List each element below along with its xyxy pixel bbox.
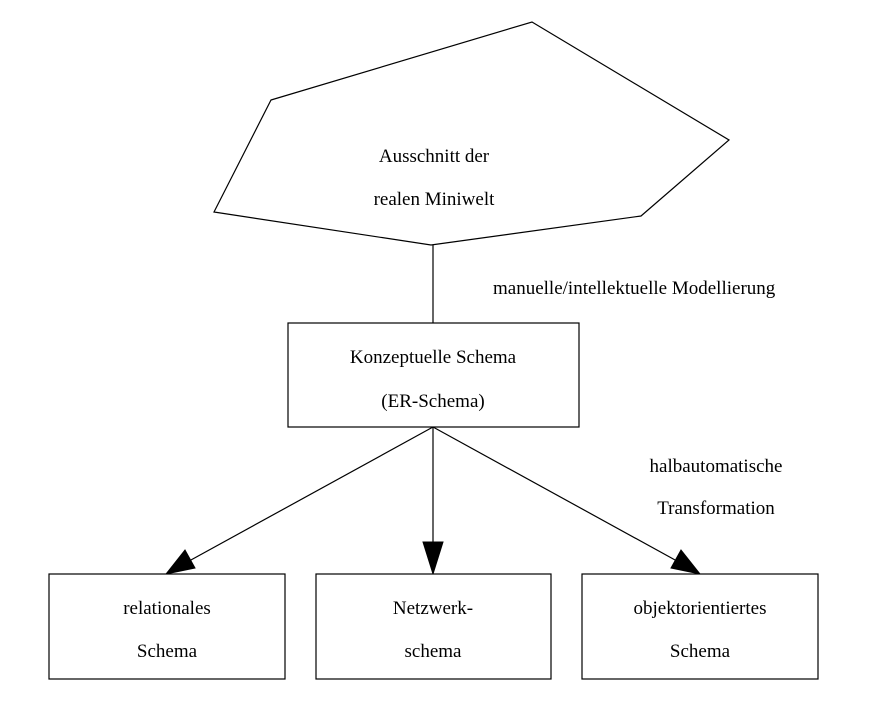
transformation-label-line1: halbautomatische xyxy=(650,456,783,477)
arrow-relational-head xyxy=(164,549,196,575)
konzeptuell-label-line2: (ER-Schema) xyxy=(381,391,484,412)
arrow-network-head xyxy=(422,541,444,576)
oo-schema-box xyxy=(581,573,819,680)
arrow-relational-line xyxy=(179,426,434,567)
network-schema-label-line2: schema xyxy=(405,641,463,662)
relational-schema-label-line2: Schema xyxy=(137,641,198,662)
transformation-label-line2: Transformation xyxy=(657,498,775,519)
relational-schema-box xyxy=(48,573,286,680)
miniwelt-label-line2: realen Miniwelt xyxy=(374,189,496,210)
arrow-oo-head xyxy=(670,549,702,575)
relational-schema-label-line1: relationales xyxy=(123,598,211,619)
miniwelt-shape xyxy=(213,21,731,246)
oo-schema-label-line2: Schema xyxy=(670,641,731,662)
oo-schema-label-line1: objektorientiertes xyxy=(634,598,767,619)
arrow-oo-line xyxy=(432,426,687,567)
konzeptuell-label-line1: Konzeptuelle Schema xyxy=(350,347,517,368)
network-schema-label-line1: Netzwerk- xyxy=(393,598,473,619)
miniwelt-label-line1: Ausschnitt der xyxy=(379,146,490,167)
modelling-label: manuelle/intellektuelle Modellierung xyxy=(493,278,776,299)
network-schema-box xyxy=(315,573,552,680)
